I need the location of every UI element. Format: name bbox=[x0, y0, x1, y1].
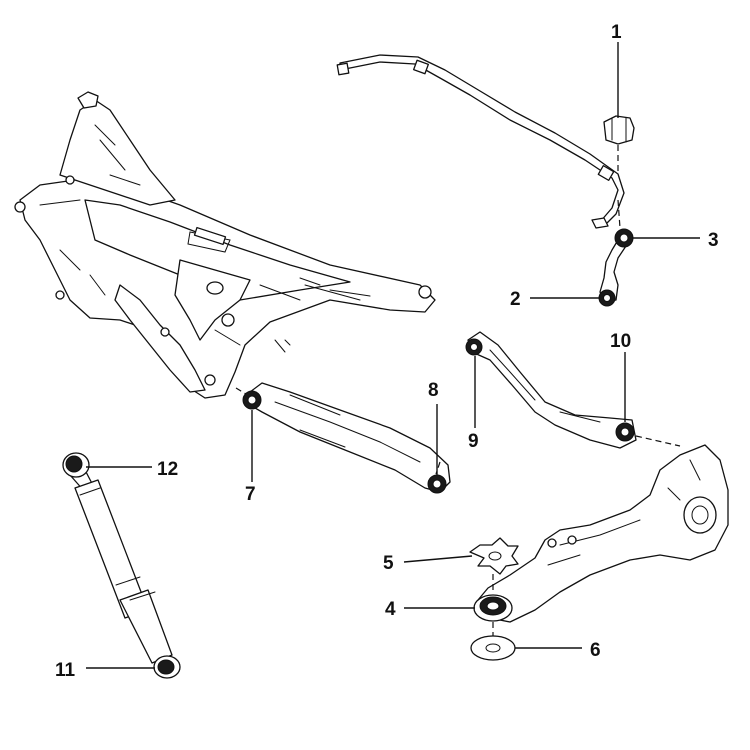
stabilizer-bar bbox=[336, 54, 625, 229]
upper-arm-inner-bushing bbox=[465, 338, 483, 356]
lower-arm-outer-bushing bbox=[427, 474, 447, 494]
rear-subframe bbox=[14, 91, 436, 399]
leader-lines bbox=[86, 42, 700, 669]
upper-arm-outer-bushing bbox=[615, 422, 635, 442]
callout-12: 12 bbox=[157, 459, 178, 480]
spring-upper-washer bbox=[469, 537, 519, 575]
callout-4: 4 bbox=[385, 599, 396, 620]
shock-absorber-upper-bushing bbox=[62, 452, 90, 478]
callout-6: 6 bbox=[590, 640, 601, 661]
stabilizer-link-lower-bushing bbox=[598, 289, 616, 307]
spring-lower-bushing bbox=[473, 594, 513, 622]
callout-3: 3 bbox=[708, 230, 719, 251]
callout-5: 5 bbox=[383, 553, 394, 574]
knuckle-and-spring-arm bbox=[477, 444, 729, 623]
callout-2: 2 bbox=[510, 289, 521, 310]
callout-10: 10 bbox=[610, 331, 631, 352]
shock-absorber-lower-bushing bbox=[153, 655, 181, 679]
upper-arm bbox=[467, 331, 637, 449]
callout-1: 1 bbox=[611, 22, 622, 43]
lower-arm-inner-bushing bbox=[242, 390, 262, 410]
callout-labels: 1 2 3 4 5 6 7 8 9 10 11 12 bbox=[55, 22, 719, 681]
spring-lower-washer bbox=[470, 635, 516, 661]
callout-8: 8 bbox=[428, 380, 439, 401]
lower-lateral-arm bbox=[247, 382, 451, 493]
stabilizer-bar-bushing bbox=[603, 115, 635, 145]
callout-7: 7 bbox=[245, 484, 256, 505]
callout-11: 11 bbox=[55, 660, 76, 681]
shock-absorber bbox=[69, 469, 173, 664]
callout-9: 9 bbox=[468, 431, 479, 452]
stabilizer-link-upper-bushing bbox=[614, 228, 634, 248]
